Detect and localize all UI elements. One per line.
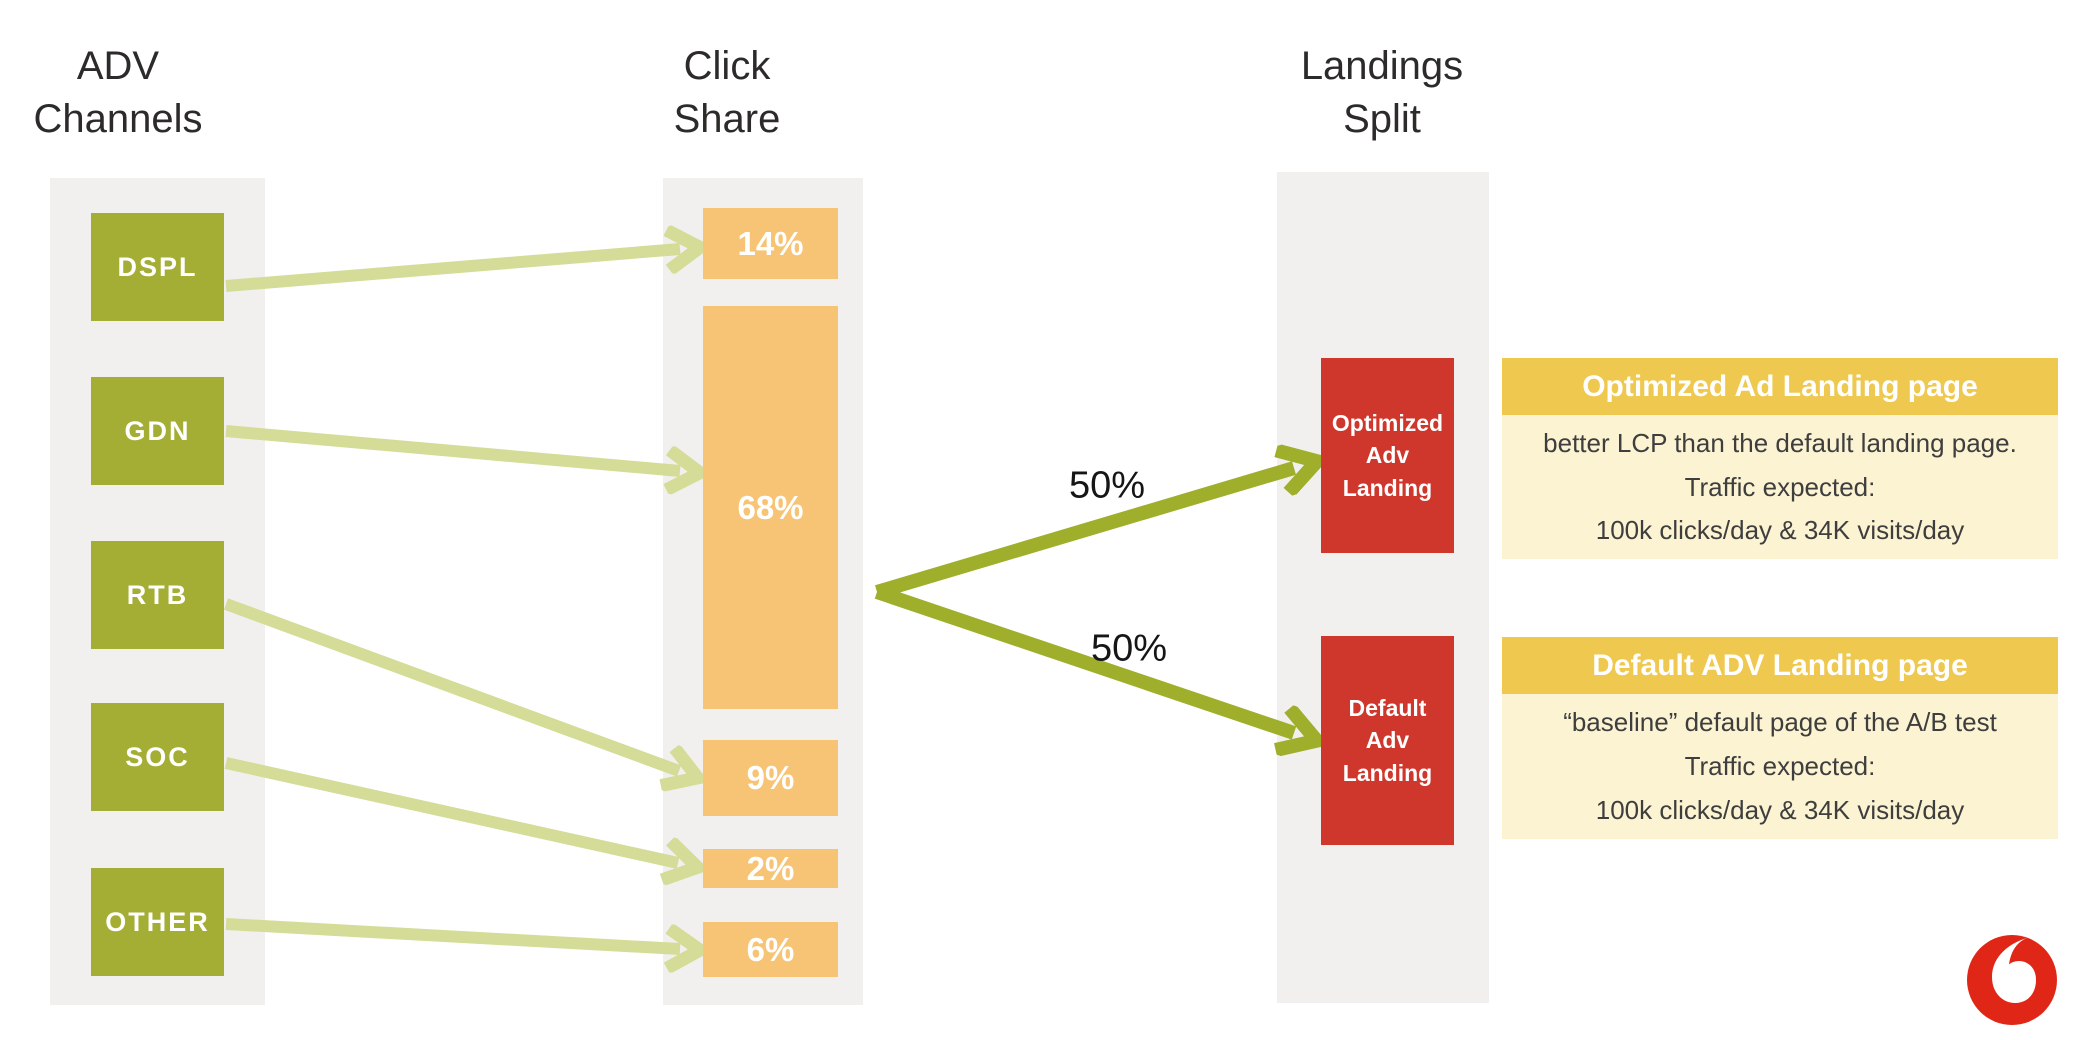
landings-split-title: Landings Split [1301,40,1463,146]
channel-box-rtb: RTB [91,541,224,649]
split-label-upper: 50% [1068,464,1146,507]
share-box-9: 9% [703,740,838,816]
share-box-2: 2% [703,849,838,888]
arrow-other-to-6 [225,918,680,949]
arrow-soc-to-2 [224,757,678,863]
title-line: Share [673,97,781,141]
arrow-dspl-to-14 [225,249,680,292]
share-box-6: 6% [703,922,838,977]
card-line: “baseline” default page of the A/B test [1563,707,1997,737]
title-line: ADV [76,44,160,88]
arrow-split-to-default [874,585,1294,733]
share-box-14: 14% [703,208,838,279]
channel-box-soc: SOC [91,703,224,811]
vodafone-logo-icon [1967,935,2057,1025]
click-share-title: Click Share [674,40,781,146]
card-title: Optimized Ad Landing page [1502,358,2058,415]
split-label-lower: 50% [1090,627,1168,670]
landings-split-column-bg [1277,172,1489,1003]
card-line: Traffic expected: [1684,471,1876,502]
title-line: Channels [33,97,203,141]
adv-channels-title: ADV Channels [33,40,202,146]
card-title: Default ADV Landing page [1502,637,2058,694]
card-line: 100k clicks/day & 34K visits/day [1595,515,1965,546]
channel-box-gdn: GDN [91,377,224,485]
arrow-rtb-to-9 [223,598,679,771]
share-box-68: 68% [703,306,838,709]
arrow-gdn-to-68 [225,425,680,471]
card-line: better LCP than the default landing page… [1543,427,2017,458]
card-body: “baseline” default page of the A/B test … [1502,694,2058,839]
title-line: Click [683,44,771,88]
landing-box-default: Default Adv Landing [1321,636,1454,845]
landing-box-optimized: Optimized Adv Landing [1321,358,1454,553]
channel-box-other: OTHER [91,868,224,976]
optimized-landing-card: Optimized Ad Landing page better LCP tha… [1502,358,2058,559]
channel-box-dspl: DSPL [91,213,224,321]
card-body: better LCP than the default landing page… [1502,415,2058,559]
title-line: Split [1343,97,1421,141]
default-landing-card: Default ADV Landing page “baseline” defa… [1502,637,2058,839]
title-line: Landings [1300,44,1464,88]
card-line: 100k clicks/day & 34K visits/day [1595,795,1965,825]
card-line: Traffic expected: [1684,751,1876,781]
